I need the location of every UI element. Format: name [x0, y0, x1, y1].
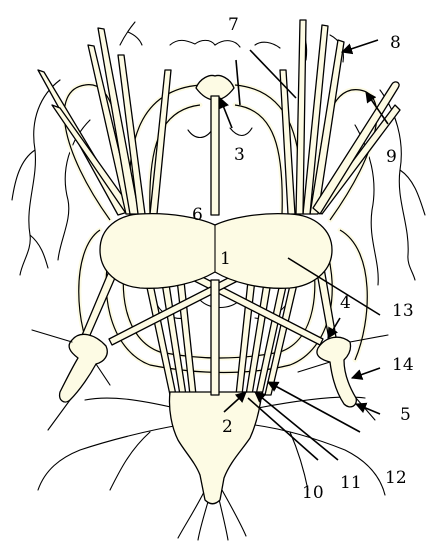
pointer-8 [342, 40, 378, 52]
label-3: 3 [234, 145, 245, 165]
pointer-3 [220, 98, 232, 128]
label-11: 11 [340, 473, 362, 493]
label-4: 4 [340, 293, 351, 313]
pointer-10 [248, 398, 318, 460]
label-6: 6 [192, 205, 203, 225]
pointer-14 [352, 368, 380, 378]
label-13: 13 [392, 301, 414, 321]
label-7: 7 [228, 15, 239, 35]
cerebral-ganglion [100, 214, 332, 289]
label-2: 2 [222, 417, 233, 437]
central-nerve [211, 96, 219, 215]
left-lateral-ganglion [32, 330, 110, 430]
label-14: 14 [392, 355, 414, 375]
label-9: 9 [386, 147, 397, 167]
label-5: 5 [400, 405, 411, 425]
pointer-7b [236, 60, 240, 105]
label-10: 10 [302, 483, 324, 503]
label-8: 8 [390, 33, 401, 53]
label-1: 1 [220, 249, 231, 269]
label-12: 12 [385, 468, 407, 488]
